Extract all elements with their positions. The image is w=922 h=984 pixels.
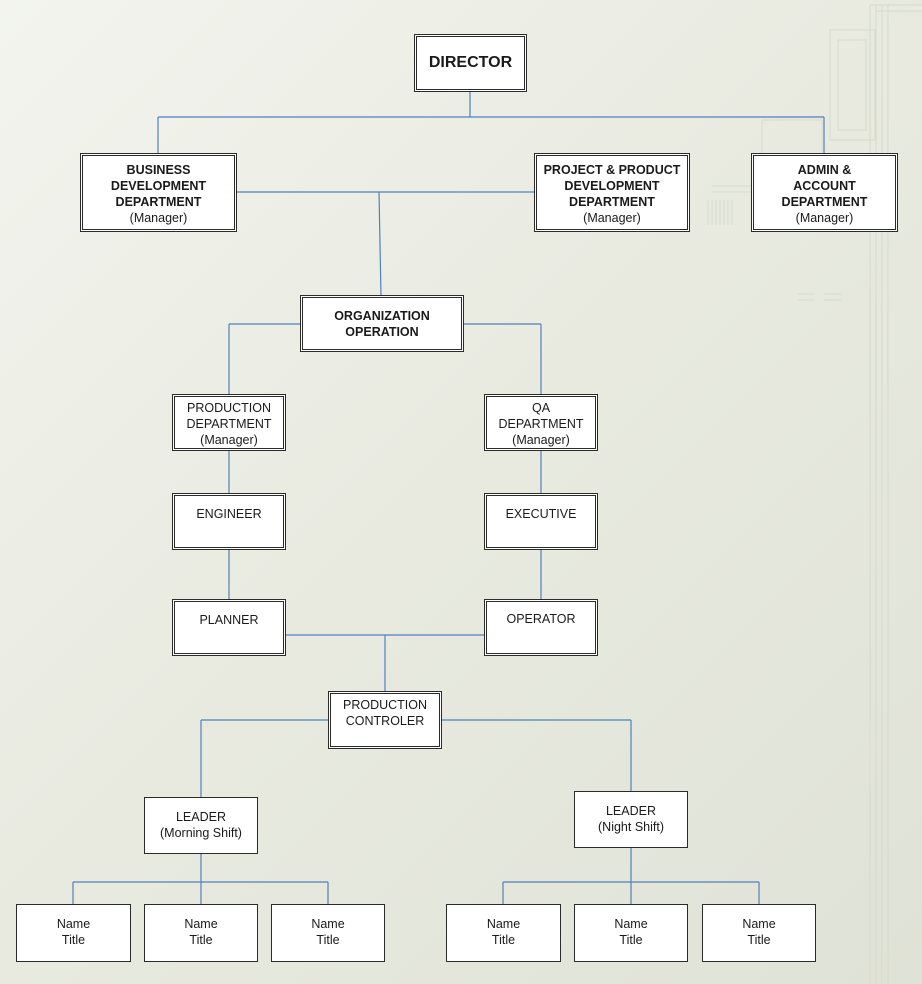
project-product-development-box: PROJECT & PRODUCT DEVELOPMENT DEPARTMENT… xyxy=(534,153,690,232)
staff-box: Name Title xyxy=(574,904,688,962)
project-line3: DEPARTMENT xyxy=(569,195,655,209)
leader-morning-shift: (Morning Shift) xyxy=(160,826,242,840)
staff-title: Title xyxy=(189,933,213,947)
business-role: (Manager) xyxy=(129,211,188,225)
production-dept-role: (Manager) xyxy=(200,433,258,447)
staff-name: Name xyxy=(311,917,345,931)
operator-box: OPERATOR xyxy=(484,599,598,656)
project-line1: PROJECT & PRODUCT xyxy=(543,163,681,177)
staff-name: Name xyxy=(486,917,521,931)
admin-line1: ADMIN & xyxy=(797,163,852,177)
project-line2: DEVELOPMENT xyxy=(564,179,660,193)
admin-line2: ACCOUNT xyxy=(793,179,856,193)
engineer-box: ENGINEER xyxy=(172,493,286,550)
staff-box: Name Title xyxy=(446,904,561,962)
staff-title: Title xyxy=(316,933,340,947)
leader-night-label: LEADER xyxy=(605,804,657,818)
project-role: (Manager) xyxy=(583,211,641,225)
organization-line1: ORGANIZATION xyxy=(334,308,430,323)
business-line1: BUSINESS xyxy=(126,163,191,177)
leader-night-shift: (Night Shift) xyxy=(598,820,664,834)
staff-title: Title xyxy=(619,933,643,947)
production-dept-line1: PRODUCTION xyxy=(186,401,272,415)
operator-label: OPERATOR xyxy=(506,612,576,626)
business-line3: DEPARTMENT xyxy=(115,195,202,209)
leader-morning-label: LEADER xyxy=(175,810,227,824)
staff-title: Title xyxy=(747,933,771,947)
production-department-box: PRODUCTION DEPARTMENT (Manager) xyxy=(172,394,286,451)
staff-box: Name Title xyxy=(271,904,385,962)
staff-box: Name Title xyxy=(16,904,131,962)
organization-line2: OPERATION xyxy=(345,324,419,339)
organization-operation-box: ORGANIZATION OPERATION xyxy=(300,295,464,352)
director-label: DIRECTOR xyxy=(428,54,513,71)
planner-box: PLANNER xyxy=(172,599,286,656)
controller-line1: PRODUCTION xyxy=(342,698,428,712)
director-box: DIRECTOR xyxy=(414,34,527,92)
planner-label: PLANNER xyxy=(199,613,259,627)
leader-night-shift-box: LEADER (Night Shift) xyxy=(574,791,688,848)
production-dept-line2: DEPARTMENT xyxy=(186,417,272,431)
executive-box: EXECUTIVE xyxy=(484,493,598,550)
admin-role: (Manager) xyxy=(795,211,854,225)
qa-dept-line1: QA xyxy=(531,401,551,415)
executive-label: EXECUTIVE xyxy=(505,507,577,521)
production-controller-box: PRODUCTION CONTROLER xyxy=(328,691,442,749)
staff-name: Name xyxy=(742,917,776,931)
staff-box: Name Title xyxy=(702,904,816,962)
connector-to-organization xyxy=(378,191,382,297)
qa-dept-role: (Manager) xyxy=(512,433,570,447)
staff-name: Name xyxy=(184,917,218,931)
qa-department-box: QA DEPARTMENT (Manager) xyxy=(484,394,598,451)
staff-title: Title xyxy=(491,933,516,947)
controller-line2: CONTROLER xyxy=(345,714,425,728)
staff-name: Name xyxy=(614,917,648,931)
business-development-box: BUSINESS DEVELOPMENT DEPARTMENT (Manager… xyxy=(80,153,237,232)
staff-title: Title xyxy=(61,933,86,947)
admin-line3: DEPARTMENT xyxy=(781,195,868,209)
staff-box: Name Title xyxy=(144,904,258,962)
engineer-label: ENGINEER xyxy=(196,507,262,521)
qa-dept-line2: DEPARTMENT xyxy=(498,417,584,431)
staff-name: Name xyxy=(56,917,91,931)
admin-account-box: ADMIN & ACCOUNT DEPARTMENT (Manager) xyxy=(751,153,898,232)
leader-morning-shift-box: LEADER (Morning Shift) xyxy=(144,797,258,854)
business-line2: DEVELOPMENT xyxy=(110,179,207,193)
